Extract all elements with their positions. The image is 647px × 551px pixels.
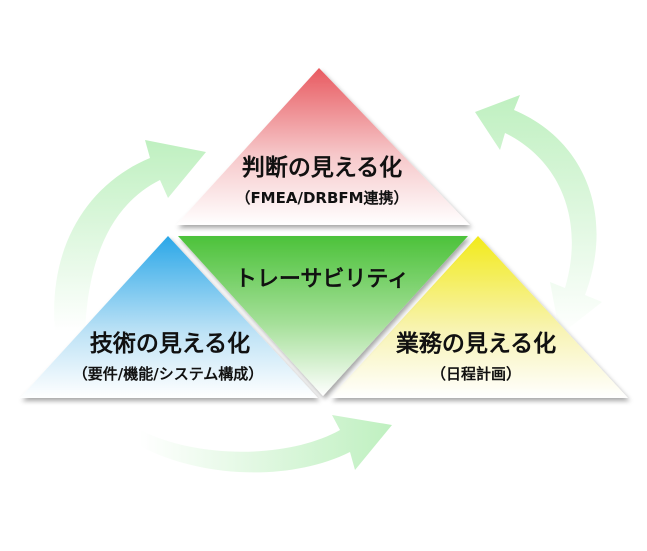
left-title: 技術の見える化 xyxy=(90,330,250,357)
right-triangle xyxy=(330,236,628,398)
left-subtitle: （要件/機能/システム構成） xyxy=(73,365,264,383)
arrow-top-to-right-icon xyxy=(475,95,602,335)
top-title: 判断の見える化 xyxy=(242,154,402,181)
right-title: 業務の見える化 xyxy=(395,330,556,357)
arrow-left-to-right-icon xyxy=(140,415,392,473)
center-triangle xyxy=(178,236,468,396)
right-subtitle: （日程計画） xyxy=(431,365,521,383)
center-title: トレーサビリティ xyxy=(235,267,409,292)
arrow-left-to-top-icon xyxy=(54,140,206,332)
top-triangle xyxy=(176,68,470,225)
top-subtitle: （FMEA/DRBFM連携） xyxy=(235,189,408,207)
left-triangle xyxy=(20,236,318,398)
